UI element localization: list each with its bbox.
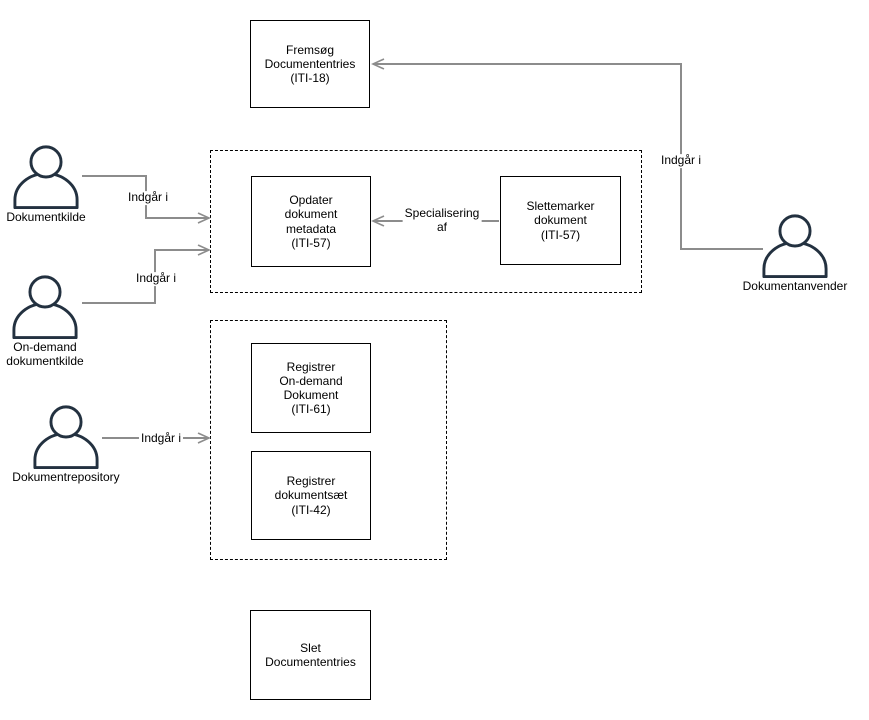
usecase-slettemarker-dokument: Slettemarker dokument (ITI-57) (500, 176, 621, 265)
edge-label-indgaar-i-4: Indgår i (658, 153, 704, 168)
actor-label: On-demand dokumentkilde (6, 340, 84, 368)
actor-label: Dokumentkilde (6, 210, 86, 224)
person-icon (762, 214, 828, 279)
usecase-opdater-dokument-metadata: Opdater dokument metadata (ITI-57) (251, 176, 371, 267)
person-icon (13, 145, 79, 210)
usecase-registrer-ondemand-dokument: Registrer On-demand Dokument (ITI-61) (251, 343, 371, 433)
edge-label-specialisering-af: Specialisering af (402, 206, 482, 235)
person-icon (12, 275, 78, 340)
actor-dokumentkilde: Dokumentkilde (0, 144, 111, 225)
actor-ondemand-dokumentkilde: On-demand dokumentkilde (0, 274, 110, 369)
edge-label-indgaar-i-2: Indgår i (133, 271, 179, 286)
actor-dokumentrepository: Dokumentrepository (1, 404, 131, 485)
actor-dokumentanvender: Dokumentanvender (730, 213, 860, 294)
usecase-registrer-dokumentsaet: Registrer dokumentsæt (ITI-42) (251, 451, 371, 540)
actor-label: Dokumentanvender (742, 279, 848, 293)
usecase-fremsog-documententries: Fremsøg Documententries (ITI-18) (250, 20, 370, 108)
person-icon (33, 405, 99, 470)
usecase-slet-documententries: Slet Documententries (250, 610, 371, 700)
actor-label: Dokumentrepository (12, 470, 120, 484)
edge-label-indgaar-i-3: Indgår i (138, 431, 184, 446)
edge-label-indgaar-i-1: Indgår i (125, 190, 171, 205)
